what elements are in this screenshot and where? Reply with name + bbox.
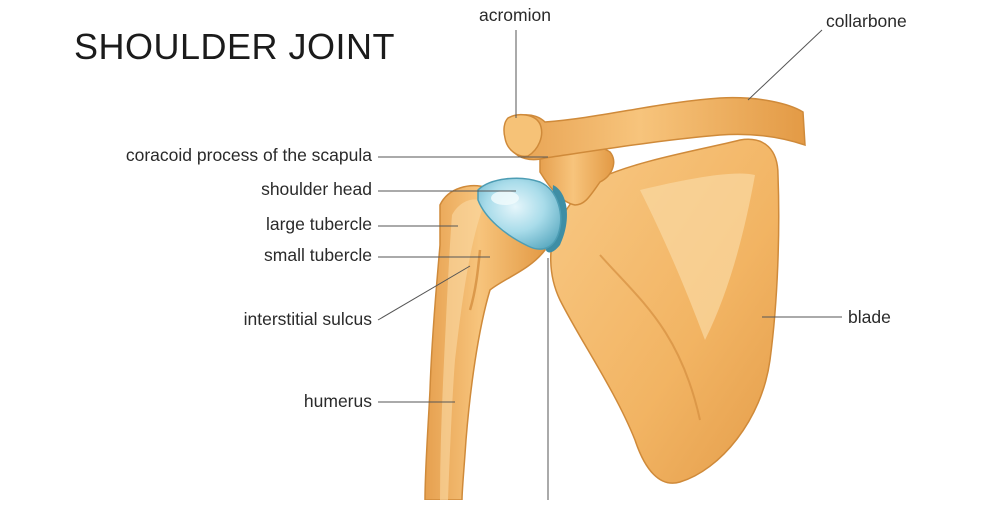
label-coracoid-process: coracoid process of the scapula (125, 145, 372, 165)
label-blade: blade (848, 307, 891, 327)
diagram-title: SHOULDER JOINT (74, 26, 396, 67)
label-small-tubercle: small tubercle (264, 245, 372, 265)
humerus-highlight (440, 199, 485, 500)
interstitial-sulcus-groove (468, 249, 482, 311)
label-acromion: acromion (479, 5, 551, 25)
label-interstitial-sulcus: interstitial sulcus (243, 309, 372, 329)
interstitial-sulcus-leader (377, 265, 471, 321)
label-shoulder-head: shoulder head (261, 179, 372, 199)
acromion (503, 113, 543, 158)
collarbone-leader (747, 29, 823, 101)
scapula-ridge (599, 254, 701, 421)
shoulder-head-highlight (491, 191, 519, 205)
collarbone (503, 96, 806, 161)
scapula-shading (640, 173, 755, 340)
leader-lines (377, 29, 842, 500)
label-large-tubercle: large tubercle (265, 214, 372, 234)
label-humerus: humerus (303, 391, 372, 411)
label-collarbone: collarbone (826, 11, 907, 31)
